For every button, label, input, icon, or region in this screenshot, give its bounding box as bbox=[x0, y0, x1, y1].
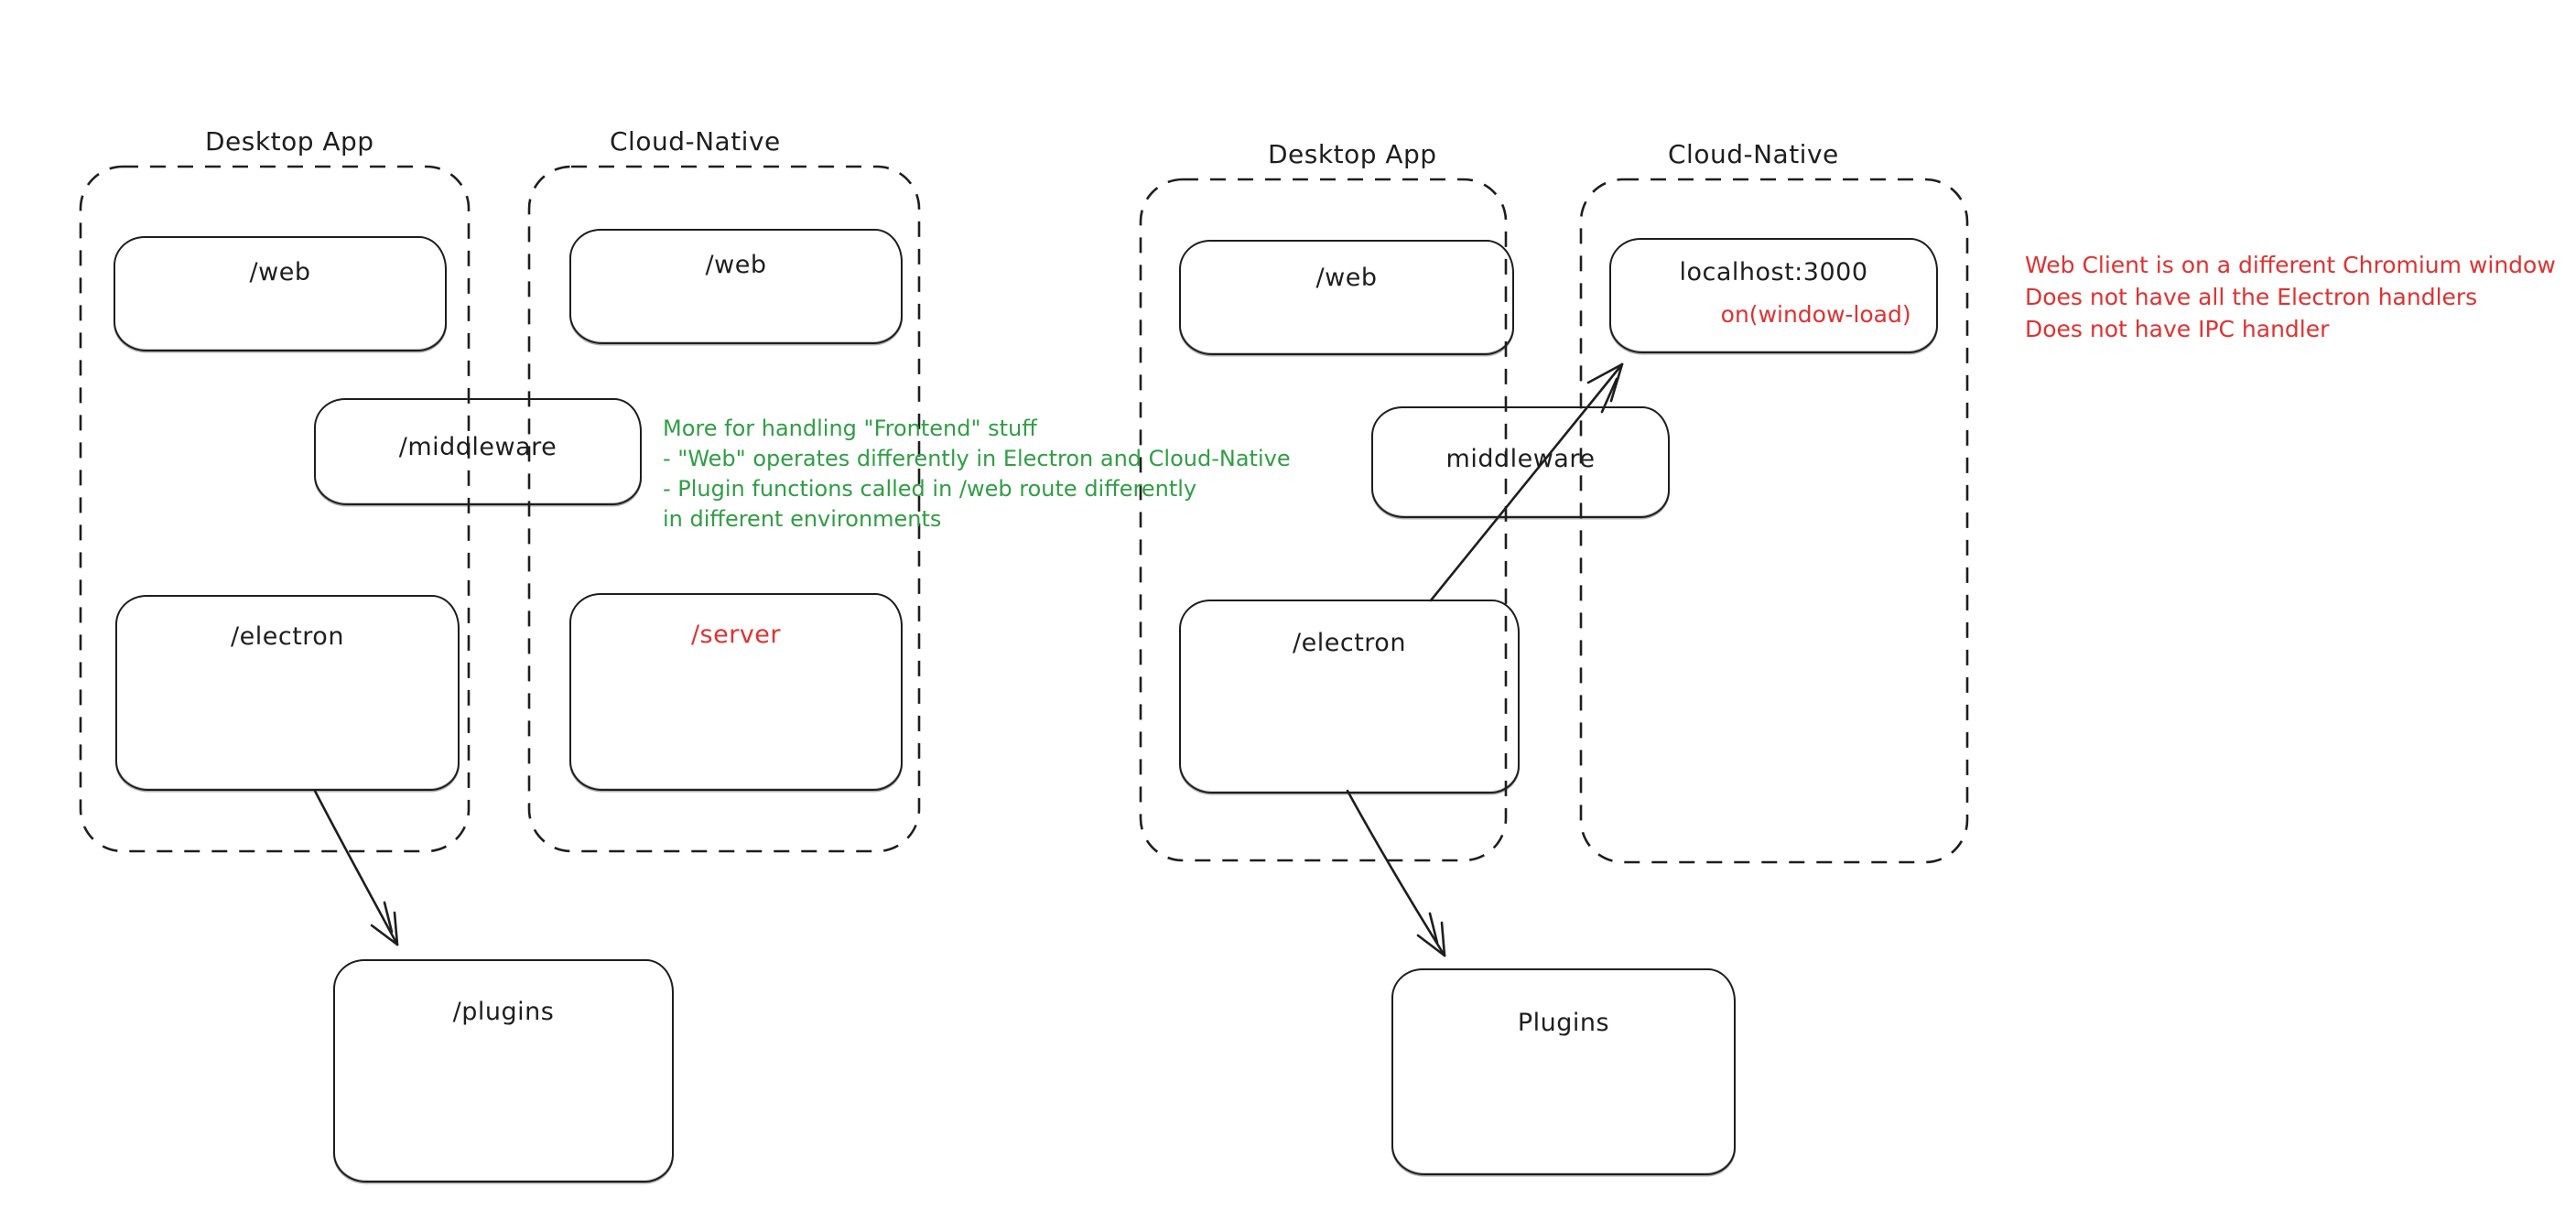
note-green-frontend[interactable]: More for handling "Frontend" stuff - "We… bbox=[663, 414, 1291, 535]
node-localhost-3000-label: localhost:3000 bbox=[1679, 258, 1868, 286]
node-web-desktop-left-label: /web bbox=[249, 258, 311, 286]
note-red-line-3: Does not have IPC handler bbox=[2025, 316, 2330, 342]
note-green-line-1: More for handling "Frontend" stuff bbox=[663, 416, 1037, 441]
arrow-electron-to-plugins-left[interactable] bbox=[313, 789, 399, 946]
node-web-desktop-right[interactable]: /web bbox=[1179, 240, 1514, 355]
node-electron-left-label: /electron bbox=[231, 622, 344, 651]
node-server-left-label: /server bbox=[690, 621, 782, 649]
node-electron-right-label: /electron bbox=[1293, 629, 1406, 657]
node-plugins-right[interactable]: Plugins bbox=[1391, 968, 1736, 1175]
group-label-desktop-app-right[interactable]: Desktop App bbox=[1268, 139, 1437, 169]
node-plugins-left[interactable]: /plugins bbox=[333, 959, 674, 1183]
note-green-line-2: - "Web" operates differently in Electron… bbox=[663, 446, 1291, 471]
node-web-cloud-left[interactable]: /web bbox=[569, 229, 903, 344]
note-red-line-1: Web Client is on a different Chromium wi… bbox=[2025, 252, 2556, 278]
node-middleware-right[interactable]: middleware bbox=[1371, 406, 1670, 518]
node-electron-left[interactable]: /electron bbox=[115, 595, 460, 791]
node-middleware-right-label: middleware bbox=[1445, 445, 1596, 473]
group-label-cloud-native-right[interactable]: Cloud-Native bbox=[1668, 139, 1839, 169]
node-web-cloud-left-label: /web bbox=[705, 251, 767, 279]
node-localhost-3000[interactable]: localhost:3000 on(window-load) bbox=[1609, 238, 1938, 353]
node-web-desktop-right-label: /web bbox=[1315, 264, 1378, 292]
node-middleware-left[interactable]: /middleware bbox=[314, 398, 642, 505]
note-green-line-3: - Plugin functions called in /web route … bbox=[663, 476, 1197, 502]
note-green-line-4: in different environments bbox=[663, 506, 942, 532]
note-red-web-client[interactable]: Web Client is on a different Chromium wi… bbox=[2025, 249, 2556, 345]
node-server-left[interactable]: /server bbox=[569, 593, 903, 791]
node-middleware-left-label: /middleware bbox=[398, 433, 557, 461]
node-localhost-window-load-label: on(window-load) bbox=[1720, 301, 1911, 328]
group-label-desktop-app-left[interactable]: Desktop App bbox=[205, 126, 374, 157]
note-red-line-2: Does not have all the Electron handlers bbox=[2025, 284, 2478, 310]
node-web-desktop-left[interactable]: /web bbox=[114, 236, 447, 351]
node-electron-right[interactable]: /electron bbox=[1179, 600, 1520, 794]
arrow-electron-to-plugins-right[interactable] bbox=[1346, 789, 1446, 957]
group-label-cloud-native-left[interactable]: Cloud-Native bbox=[610, 126, 781, 157]
node-plugins-right-label: Plugins bbox=[1517, 1009, 1610, 1037]
node-plugins-left-label: /plugins bbox=[452, 998, 555, 1026]
